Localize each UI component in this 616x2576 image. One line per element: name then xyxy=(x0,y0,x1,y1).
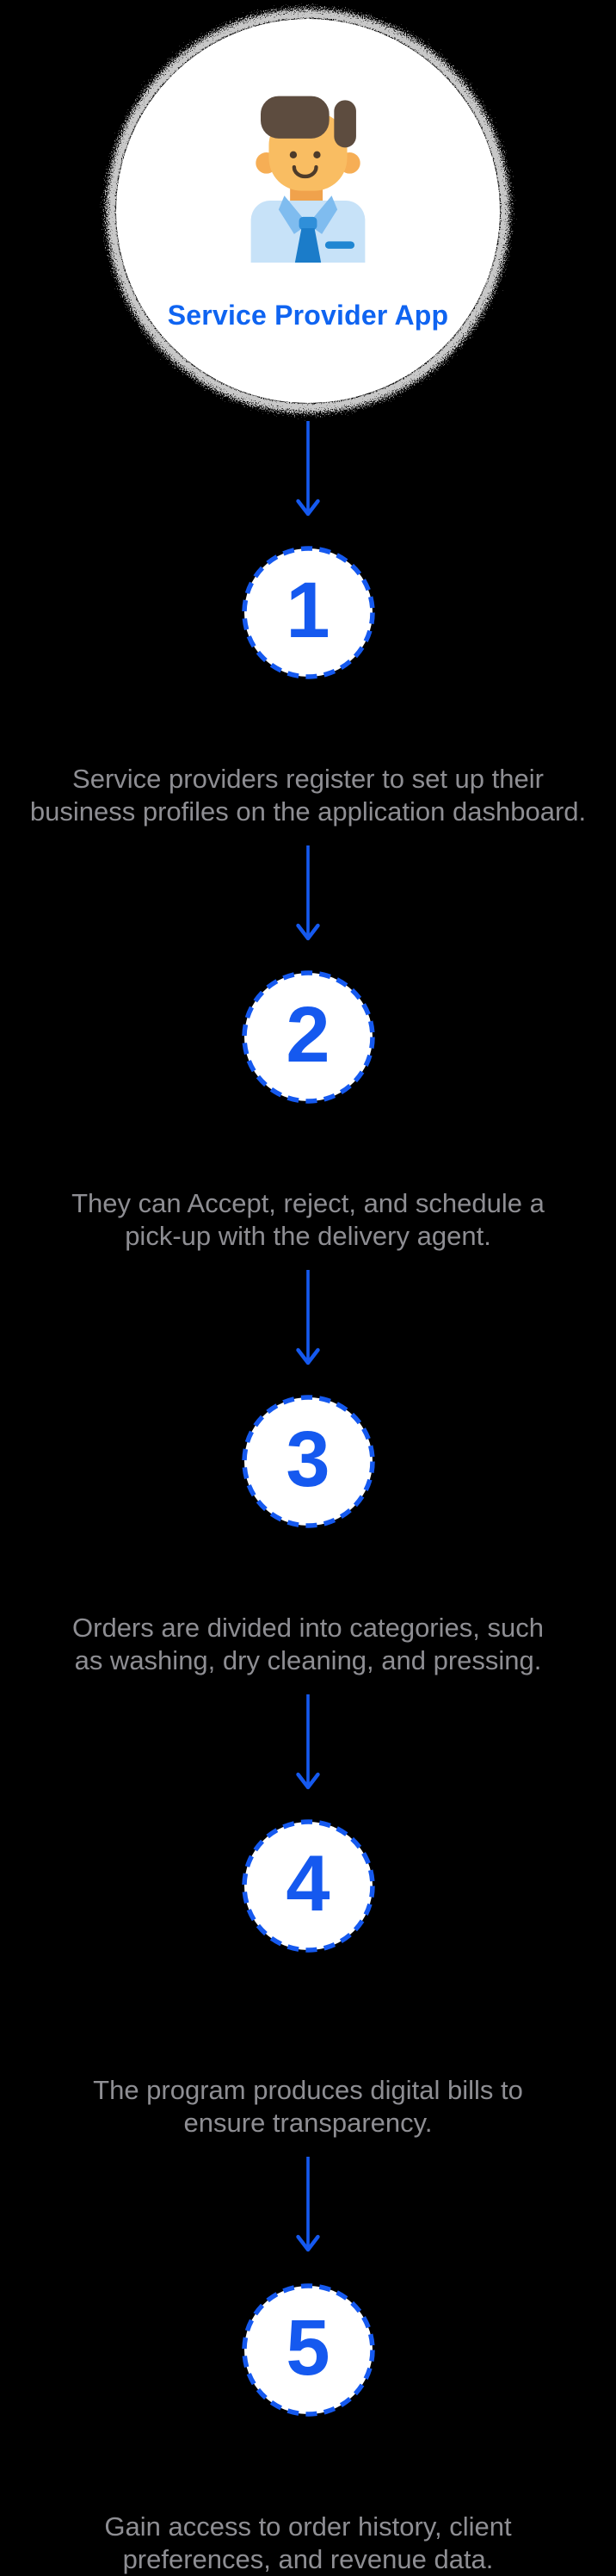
dashed-circle-border xyxy=(241,546,375,679)
step-circle-1: 1 xyxy=(241,545,376,680)
step-description-line: business profiles on the application das… xyxy=(29,796,587,827)
arrow-down-icon xyxy=(296,1270,320,1365)
step-description-line: Service providers register to set up the… xyxy=(72,764,544,794)
dashed-circle-border xyxy=(241,970,375,1104)
step-circle-3: 3 xyxy=(241,1394,376,1529)
dashed-circle-border xyxy=(241,1395,375,1528)
arrow-down-icon xyxy=(296,1694,320,1790)
step-description-line: preferences, and revenue data. xyxy=(122,2544,494,2574)
dashed-circle-border xyxy=(241,2283,375,2417)
flow-arrow-down xyxy=(293,2155,323,2257)
dashed-circle-border xyxy=(241,1819,375,1953)
step-description-line: pick-up with the delivery agent. xyxy=(125,1221,491,1251)
step-description-line: Orders are divided into categories, such xyxy=(72,1613,544,1643)
step-circle-4: 4 xyxy=(241,1818,376,1954)
flow-arrow-down xyxy=(293,844,323,945)
hero-title: Service Provider App xyxy=(167,300,449,331)
step-number: 4 xyxy=(286,1839,330,1928)
arrow-down-icon xyxy=(296,845,320,941)
step-description-3: Orders are divided into categories, such… xyxy=(0,1612,616,1677)
step-number: 2 xyxy=(286,990,330,1079)
flow-arrow-down xyxy=(293,1693,323,1794)
flow-arrow-down xyxy=(293,1268,323,1370)
step-number: 3 xyxy=(286,1415,330,1503)
hero-section: Service Provider App xyxy=(0,0,616,448)
step-description-line: The program produces digital bills to xyxy=(93,2075,523,2105)
step-circle-5: 5 xyxy=(241,2282,376,2418)
step-circle-2: 2 xyxy=(241,969,376,1105)
step-description-1: Service providers register to set up the… xyxy=(0,763,616,828)
businessman-avatar-icon xyxy=(250,96,366,263)
step-description-line: They can Accept, reject, and schedule a xyxy=(71,1188,545,1218)
step-description-line: Gain access to order history, client xyxy=(104,2511,512,2542)
step-description-5: Gain access to order history, client pre… xyxy=(0,2511,616,2576)
step-number: 1 xyxy=(286,566,330,654)
step-number: 5 xyxy=(286,2303,330,2392)
step-description-2: They can Accept, reject, and schedule a … xyxy=(0,1187,616,1253)
arrow-down-icon xyxy=(296,2157,320,2252)
step-description-line: ensure transparency. xyxy=(183,2108,433,2138)
step-description-4: The program produces digital bills to en… xyxy=(0,2074,616,2139)
step-description-line: as washing, dry cleaning, and pressing. xyxy=(74,1645,542,1675)
